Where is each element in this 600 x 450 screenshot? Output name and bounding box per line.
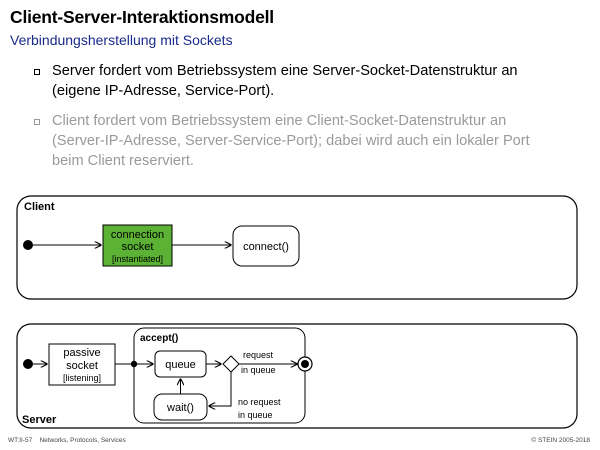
guard-request-line: request: [243, 350, 274, 360]
client-connect-action: connect(): [232, 225, 300, 267]
server-socket-line: socket: [66, 360, 98, 372]
wait-action: wait(): [153, 393, 208, 421]
server-initial-node: [23, 359, 33, 369]
footer-topic: Networks, Protocols, Services: [39, 437, 126, 444]
bullet-line: beim Client reserviert.: [52, 153, 194, 169]
client-frame: Client: [16, 195, 578, 300]
client-initial-node: [23, 240, 33, 250]
final-node-core: [301, 360, 309, 368]
decision-arrow-wait: [209, 372, 232, 406]
decision-diamond: [222, 355, 240, 373]
accept-entry-point: [130, 360, 138, 368]
client-socket-line: socket: [122, 241, 154, 253]
guard-request-line: in queue: [241, 365, 276, 375]
wait-label: wait(): [166, 402, 194, 414]
accept-composite: accept(): [133, 327, 306, 424]
accept-label: accept(): [140, 333, 178, 344]
guard-no-request-line: in queue: [238, 410, 273, 420]
guard-no-request-line: no request: [238, 397, 281, 407]
client-socket-state: [instantiated]: [112, 254, 163, 264]
footer-left: WT:II-57 Networks, Protocols, Services: [8, 437, 126, 444]
page-subtitle: Verbindungsherstellung mit Sockets: [10, 32, 233, 48]
bullet-line: Client fordert vom Betriebssystem eine C…: [52, 113, 507, 129]
footer-slide-code: WT:II-57: [8, 437, 33, 444]
client-socket-line: connection: [111, 229, 164, 241]
server-frame: Server: [16, 323, 578, 429]
queue-label: queue: [165, 359, 196, 371]
footer-copyright: © STEIN 2005-2018: [531, 437, 590, 444]
connect-label: connect(): [243, 241, 289, 253]
client-label: Client: [24, 201, 55, 213]
server-socket-state: [listening]: [63, 373, 101, 383]
server-label: Server: [22, 414, 57, 426]
server-socket-line: passive: [63, 347, 100, 359]
server-passive-socket: passive socket [listening]: [48, 343, 116, 386]
bullet-line: (eigene IP-Adresse, Service-Port).: [52, 83, 275, 99]
bullet-client: Client fordert vom Betriebssystem eine C…: [52, 111, 592, 171]
page-title: Client-Server-Interaktionsmodell: [10, 7, 274, 27]
bullet-server: Server fordert vom Betriebssystem eine S…: [52, 61, 592, 101]
bullet-line: Server fordert vom Betriebssystem eine S…: [52, 63, 518, 79]
bullet-line: (Server-IP-Adresse, Server-Service-Port)…: [52, 133, 530, 149]
queue-action: queue: [154, 350, 207, 378]
client-connection-socket: connection socket [instantiated]: [102, 224, 173, 267]
